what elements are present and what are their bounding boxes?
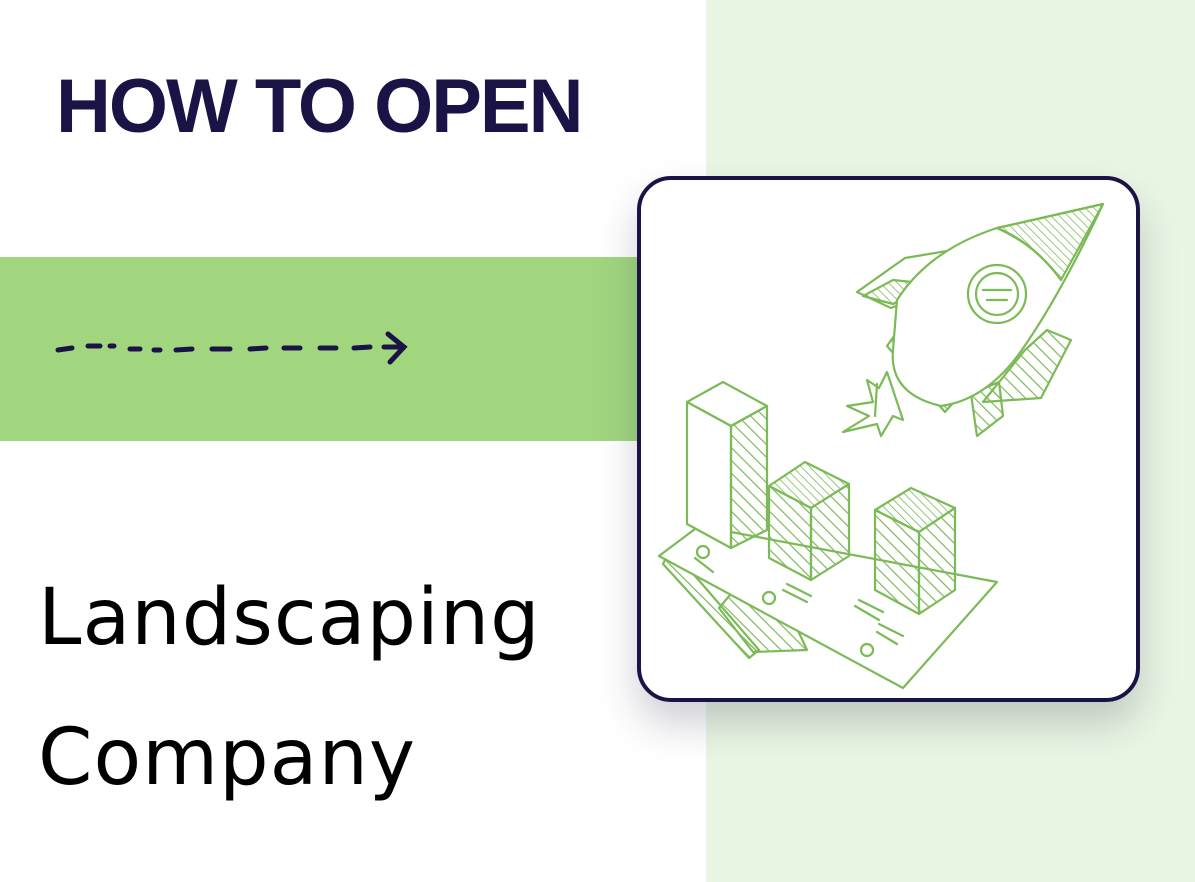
kicker-heading: HOW TO OPEN xyxy=(56,64,584,149)
illustration-card xyxy=(637,176,1140,702)
title-line-1: Landscaping xyxy=(38,573,541,663)
bar-chart-icon xyxy=(685,380,957,616)
dashed-arrow-icon xyxy=(55,331,408,365)
title-line-2: Company xyxy=(38,713,417,803)
page-title: Landscaping Company xyxy=(38,548,541,828)
startup-growth-illustration xyxy=(657,202,1105,690)
rocket-icon xyxy=(841,202,1105,438)
